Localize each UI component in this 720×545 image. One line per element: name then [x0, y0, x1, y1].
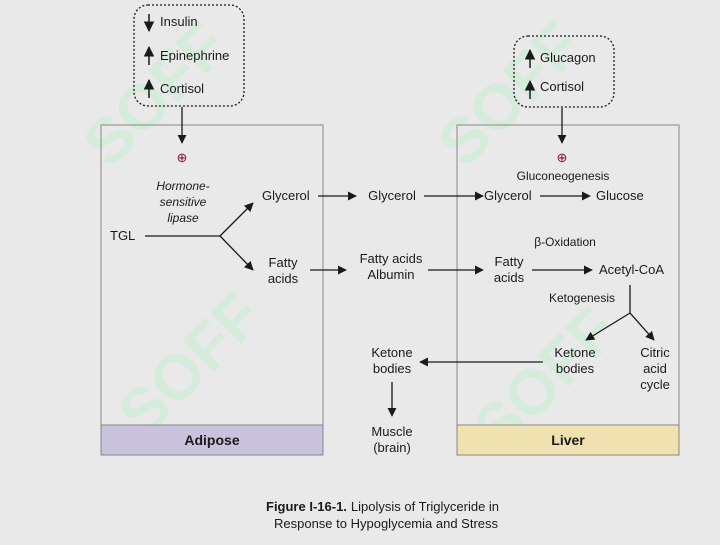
figure-caption-line2: Response to Hypoglycemia and Stress — [274, 516, 499, 531]
arrow-to-fatty-acids — [219, 235, 254, 271]
arrow-to-glycerol — [219, 202, 254, 237]
liver-fatty-acids-line2: acids — [494, 270, 525, 285]
figure-label: Figure I-16-1. — [266, 499, 347, 514]
figure-title-part1: Lipolysis of Triglyceride in — [351, 499, 499, 514]
regulator-glucagon: Glucagon — [540, 50, 596, 65]
blood-ketone-line2: bodies — [373, 361, 412, 376]
muscle-label-line1: Muscle — [371, 424, 412, 439]
citric-line2: acid — [643, 361, 667, 376]
regulator-epinephrine: Epinephrine — [160, 48, 229, 63]
ketogenesis-label: Ketogenesis — [549, 291, 615, 305]
citric-line1: Citric — [640, 345, 670, 360]
muscle-label-line2: (brain) — [373, 440, 411, 455]
tgl-label: TGL — [110, 228, 135, 243]
citric-line3: cycle — [640, 377, 670, 392]
adipose-glycerol: Glycerol — [262, 188, 310, 203]
liver-glycerol: Glycerol — [484, 188, 532, 203]
liver-regulators-box — [513, 35, 615, 108]
enzyme-label-line2: sensitive — [160, 195, 207, 209]
regulator-insulin: Insulin — [160, 14, 198, 29]
blood-glycerol: Glycerol — [368, 188, 416, 203]
arrow-to-ketone-bodies — [585, 312, 631, 341]
gluconeogenesis-label: Gluconeogenesis — [517, 169, 610, 183]
liver-ketone-line1: Ketone — [554, 345, 595, 360]
enzyme-label-line1: Hormone- — [156, 179, 209, 193]
regulator-cortisol: Cortisol — [160, 81, 204, 96]
watermark-text: SOFF — [69, 8, 241, 180]
liver-band — [456, 424, 680, 456]
watermark-text: SOFF — [424, 8, 596, 180]
blood-albumin: Albumin — [368, 267, 415, 282]
enzyme-label-line3: lipase — [167, 211, 199, 225]
arrow-to-citric-acid-cycle — [629, 312, 655, 341]
regulator-cortisol-liver: Cortisol — [540, 79, 584, 94]
blood-ketone-line1: Ketone — [371, 345, 412, 360]
plus-icon: ⊕ — [177, 150, 188, 165]
adipose-fatty-acids-line1: Fatty — [269, 255, 298, 270]
figure-caption-line1: Figure I-16-1. Lipolysis of Triglyceride … — [266, 499, 499, 514]
adipose-fatty-acids-line2: acids — [268, 271, 299, 286]
blood-fatty-acids: Fatty acids — [360, 251, 423, 266]
watermark-text: SOFF — [104, 278, 276, 450]
adipose-label: Adipose — [184, 432, 239, 448]
liver-fatty-acids-line1: Fatty — [495, 254, 524, 269]
adipose-band — [100, 424, 324, 456]
liver-label: Liver — [551, 432, 585, 448]
beta-oxidation-label: β-Oxidation — [534, 235, 596, 249]
adipose-regulators-box — [133, 4, 245, 107]
liver-ketone-line2: bodies — [556, 361, 595, 376]
plus-icon: ⊕ — [557, 150, 568, 165]
acetyl-coa-label: Acetyl-CoA — [599, 262, 664, 277]
liver-glucose: Glucose — [596, 188, 644, 203]
